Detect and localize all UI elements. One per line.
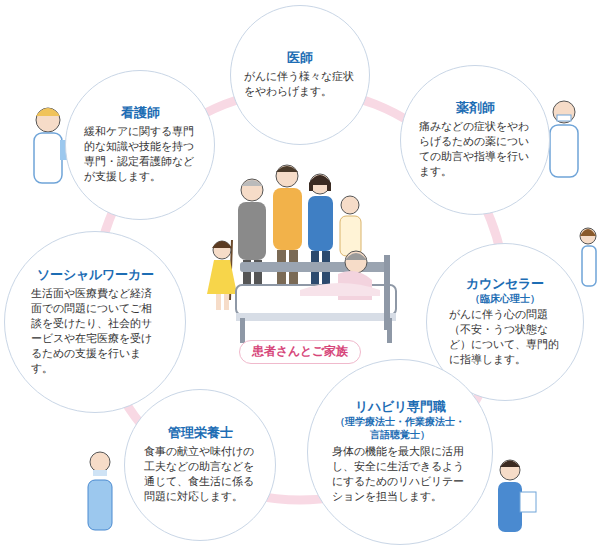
counselor-figure	[580, 228, 596, 286]
role-description: がんに伴う心の問題（不安・うつ状態など）について、専門的に指導します。	[449, 308, 561, 368]
rehab-circle: リハビリ専門職（理学療法士・作業療法士・言語聴覚士） 身体の機能を最大限に活用し、…	[307, 359, 493, 545]
role-title: 医師	[244, 50, 356, 67]
text-block: 薬剤師痛みなどの症状をやわらげるための薬についての助言や指導を行います。	[419, 100, 531, 180]
father-figure	[273, 165, 302, 295]
patient-family-label: 患者さんとご家族	[239, 340, 361, 364]
role-title: カウンセラー	[449, 276, 561, 293]
role-subtitle: （理学療法士・作業療法士・言語聴覚士）	[332, 416, 468, 442]
dietitian-figure	[88, 452, 112, 530]
role-title: ソーシャルワーカー	[31, 267, 159, 284]
role-description: 身体の機能を最大限に活用し、安全に生活できるようにするためのリハビリテーションを…	[332, 445, 468, 505]
role-title: 管理栄養士	[144, 425, 256, 442]
text-block: カウンセラー（臨床心理士） がんに伴う心の問題（不安・うつ状態など）について、専門…	[449, 276, 561, 369]
role-description: 食事の献立や味付けの工夫などの助言などを通じて、食生活に係る問題に対応します。	[144, 445, 256, 505]
son-figure	[340, 196, 361, 256]
center-label: 患者さんとご家族	[252, 344, 348, 360]
text-block: 看護師緩和ケアに関する専門的な知識や技能を持つ専門・認定看護師などが支援します。	[84, 105, 196, 185]
grandfather-figure	[230, 179, 266, 300]
text-block: 管理栄養士食事の献立や味付けの工夫などの助言などを通じて、食生活に係る問題に対応…	[144, 425, 256, 505]
role-title: 看護師	[84, 105, 196, 122]
text-block: ソーシャルワーカー生活面や医療費など経済面での問題についてご相談を受けたり、社会…	[31, 267, 159, 377]
role-description: がんに伴う様々な症状をやわらげます。	[244, 70, 356, 100]
patient-figure	[300, 251, 380, 300]
role-subtitle: （臨床心理士）	[449, 293, 561, 306]
role-title: リハビリ専門職	[332, 399, 468, 416]
nurse-circle: 看護師緩和ケアに関する専門的な知識や技能を持つ専門・認定看護師などが支援します。	[65, 70, 215, 220]
pharmacist-circle: 薬剤師痛みなどの症状をやわらげるための薬についての助言や指導を行います。	[400, 65, 550, 215]
hospital-bed	[236, 255, 396, 343]
social-worker-circle: ソーシャルワーカー生活面や医療費など経済面での問題についてご相談を受けたり、社会…	[4, 231, 186, 413]
role-description: 痛みなどの症状をやわらげるための薬についての助言や指導を行います。	[419, 120, 531, 180]
rehab-therapist-figure	[498, 460, 536, 532]
dietitian-circle: 管理栄養士食事の献立や味付けの工夫などの助言などを通じて、食生活に係る問題に対応…	[124, 389, 276, 541]
pharmacist-figure	[550, 101, 578, 177]
family-illustration	[207, 165, 396, 343]
text-block: 医師がんに伴う様々な症状をやわらげます。	[244, 50, 356, 100]
girl-figure	[207, 241, 237, 310]
role-description: 緩和ケアに関する専門的な知識や技能を持つ専門・認定看護師などが支援します。	[84, 125, 196, 185]
text-block: リハビリ専門職（理学療法士・作業療法士・言語聴覚士） 身体の機能を最大限に活用し、…	[332, 399, 468, 504]
doctor-circle: 医師がんに伴う様々な症状をやわらげます。	[230, 5, 370, 145]
text-block: 患者さんとご家族	[252, 344, 348, 360]
mother-figure	[308, 174, 333, 291]
role-title: 薬剤師	[419, 100, 531, 117]
role-description: 生活面や医療費など経済面での問題についてご相談を受けたり、社会的サービスや在宅医…	[31, 287, 159, 377]
